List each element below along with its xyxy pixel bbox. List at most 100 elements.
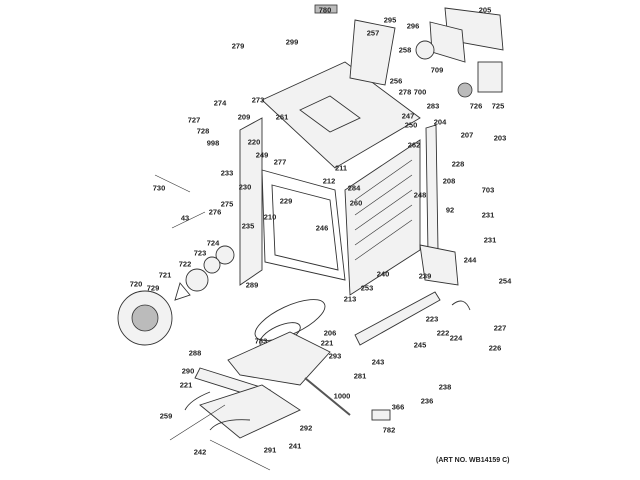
- flue-duct: [349, 19, 396, 86]
- motor-726: [457, 82, 473, 98]
- element-221-upper: [254, 299, 326, 341]
- oven-cavity-inner: [271, 184, 339, 271]
- part-label-227: 227: [493, 323, 507, 333]
- part-label-254: 254: [498, 276, 512, 286]
- part-label-274: 274: [213, 98, 227, 108]
- part-label-231: 231: [483, 235, 497, 245]
- part-label-289: 289: [245, 280, 259, 290]
- part-label-259: 259: [159, 411, 173, 421]
- part-label-257: 257: [366, 28, 380, 38]
- part-label-293: 293: [328, 351, 342, 361]
- part-label-290: 290: [181, 366, 195, 376]
- part-label-207: 207: [460, 130, 474, 140]
- part-label-226: 226: [488, 343, 502, 353]
- part-label-258: 258: [398, 45, 412, 55]
- part-label-726: 726: [469, 101, 483, 111]
- part-label-206: 206: [323, 328, 337, 338]
- door-244: [419, 244, 459, 286]
- part-label-782: 782: [382, 425, 396, 435]
- cabinet-right-side: [344, 139, 421, 296]
- part-label-366: 366: [391, 402, 405, 412]
- part-label-275: 275: [220, 199, 234, 209]
- fan-721: [174, 282, 191, 301]
- part-label-250: 250: [404, 120, 418, 130]
- part-label-277: 277: [273, 157, 287, 167]
- part-label-244: 244: [463, 255, 477, 265]
- fan-grille: [131, 304, 159, 332]
- bracket-224: [451, 300, 471, 311]
- part-label-223: 223: [425, 314, 439, 324]
- part-label-299: 299: [285, 37, 299, 47]
- part-label-281: 281: [353, 371, 367, 381]
- part-label-235: 235: [241, 221, 255, 231]
- part-label-730: 730: [152, 183, 166, 193]
- part-label-700: 700: [413, 87, 427, 97]
- part-label-43: 43: [180, 213, 190, 223]
- part-label-720: 720: [129, 279, 143, 289]
- part-label-203: 203: [493, 133, 507, 143]
- part-label-221: 221: [179, 380, 193, 390]
- part-label-725: 725: [491, 101, 505, 111]
- part-label-253: 253: [360, 283, 374, 293]
- part-label-236: 236: [420, 396, 434, 406]
- art-number: (ART NO. WB14159 C): [436, 457, 510, 464]
- part-label-283: 283: [426, 101, 440, 111]
- rod-43: [171, 211, 206, 229]
- bottom-292: [199, 384, 301, 439]
- part-label-248: 248: [413, 190, 427, 200]
- part-label-239: 239: [418, 271, 432, 281]
- part-label-727: 727: [187, 115, 201, 125]
- part-label-709: 709: [430, 65, 444, 75]
- part-label-279: 279: [231, 41, 245, 51]
- part-label-288: 288: [188, 348, 202, 358]
- part-label-205: 205: [478, 5, 492, 15]
- fan-709: [415, 40, 435, 60]
- part-label-210: 210: [263, 212, 277, 222]
- part-label-213: 213: [343, 294, 357, 304]
- part-label-278: 278: [398, 87, 412, 97]
- box-725: [477, 61, 503, 93]
- part-label-783: 783: [254, 336, 268, 346]
- part-label-261: 261: [275, 112, 289, 122]
- strip-1000: [304, 377, 351, 416]
- part-label-296: 296: [406, 21, 420, 31]
- part-label-998: 998: [206, 138, 220, 148]
- part-label-92: 92: [445, 205, 455, 215]
- part-label-209: 209: [237, 112, 251, 122]
- part-label-721: 721: [158, 270, 172, 280]
- element-221-lower: [184, 391, 251, 431]
- part-label-780: 780: [318, 5, 332, 15]
- panel-296: [429, 21, 466, 63]
- fan-blade-724: [215, 245, 235, 265]
- part-label-211: 211: [334, 163, 348, 173]
- part-label-241: 241: [288, 441, 302, 451]
- rail-242: [209, 439, 271, 471]
- drawer-293: [227, 331, 331, 386]
- part-label-722: 722: [178, 259, 192, 269]
- rod-259: [169, 404, 226, 441]
- part-label-292: 292: [299, 423, 313, 433]
- part-label-723: 723: [193, 248, 207, 258]
- part-label-262: 262: [407, 140, 421, 150]
- side-trim-208: [425, 124, 439, 254]
- part-label-230: 230: [238, 182, 252, 192]
- cabinet-left-side: [239, 117, 263, 286]
- part-label-724: 724: [206, 238, 220, 248]
- part-label-222: 222: [436, 328, 450, 338]
- wire-730: [154, 174, 191, 193]
- part-label-291: 291: [263, 445, 277, 455]
- part-label-243: 243: [371, 357, 385, 367]
- part-label-295: 295: [383, 15, 397, 25]
- part-label-228: 228: [451, 159, 465, 169]
- part-label-256: 256: [389, 76, 403, 86]
- part-label-224: 224: [449, 333, 463, 343]
- part-label-276: 276: [208, 207, 222, 217]
- part-label-1000: 1000: [333, 391, 351, 401]
- part-label-247: 247: [401, 111, 415, 121]
- part-label-729: 729: [146, 283, 160, 293]
- part-label-221: 221: [320, 338, 334, 348]
- part-label-238: 238: [438, 382, 452, 392]
- part-label-220: 220: [247, 137, 261, 147]
